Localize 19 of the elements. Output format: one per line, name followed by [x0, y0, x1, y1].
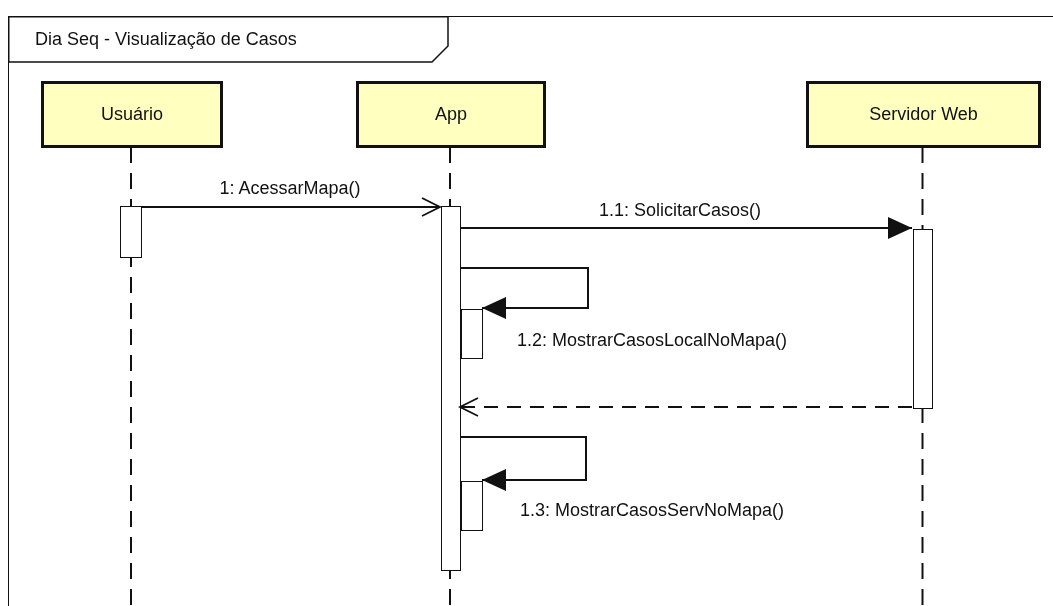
message-label: 1: AcessarMapa()	[219, 178, 361, 199]
frame	[8, 16, 1053, 606]
lifeline-head: Servidor Web	[806, 81, 1041, 148]
message-label: 1.2: MostrarCasosLocalNoMapa()	[517, 330, 788, 351]
activation-bar	[913, 229, 933, 409]
activation-bar	[441, 206, 461, 571]
frame-title: Dia Seq - Visualização de Casos	[35, 29, 297, 50]
message-label: 1.3: MostrarCasosServNoMapa()	[520, 500, 785, 521]
activation-bar	[461, 481, 483, 531]
message-arrow	[459, 217, 913, 239]
message-label: 1.1: SolicitarCasos()	[599, 200, 762, 221]
activation-bar	[461, 309, 483, 359]
message-arrow	[140, 197, 441, 217]
lifeline-head: Usuário	[41, 81, 223, 148]
message-arrow	[459, 397, 913, 417]
activation-bar	[120, 206, 142, 258]
message-arrow	[459, 436, 587, 491]
lifeline-head: App	[356, 81, 546, 148]
message-arrow	[459, 267, 589, 319]
